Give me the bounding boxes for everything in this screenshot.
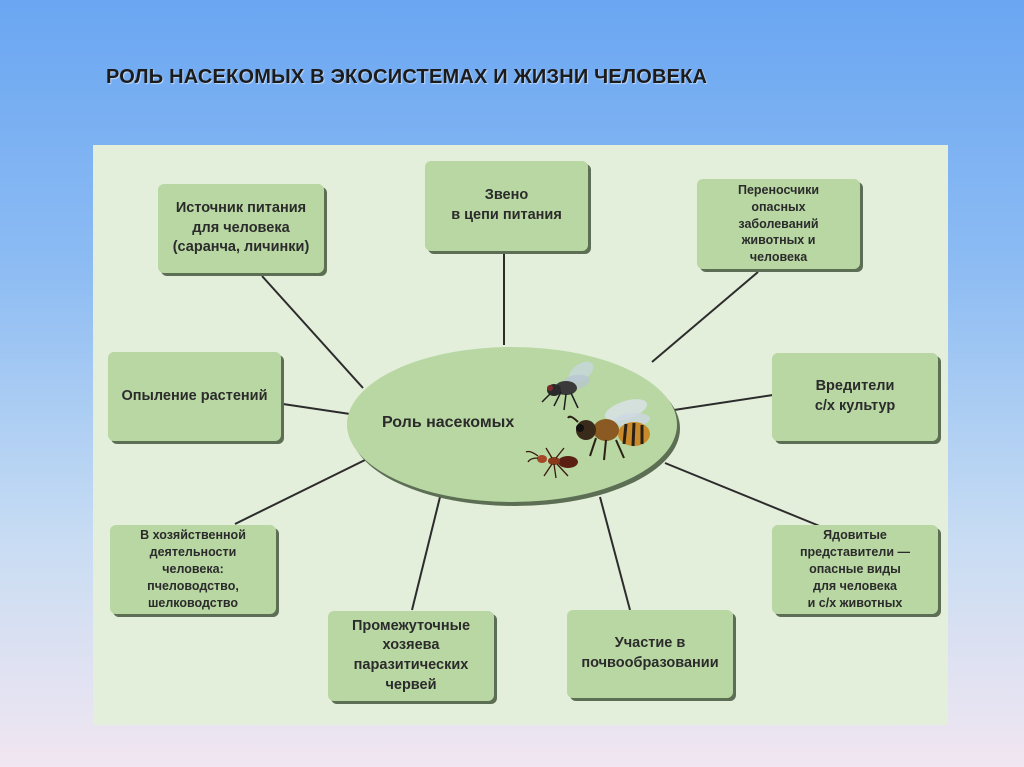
connector-hosts (411, 496, 441, 611)
connector-disease-carriers (651, 271, 759, 363)
node-food-chain: Звено в цепи питания (425, 161, 588, 251)
connector-economic (234, 459, 366, 525)
connector-food-source (261, 275, 364, 389)
node-hosts: Промежуточные хозяева паразитических чер… (328, 611, 494, 701)
node-pollination: Опыление растений (108, 352, 281, 441)
connector-poisonous (664, 462, 823, 528)
bee-icon (567, 399, 650, 461)
node-poisonous: Ядовитые представители — опасные виды дл… (772, 525, 938, 614)
connector-pests (673, 394, 774, 411)
node-disease-carriers: Переносчики опасных заболеваний животных… (697, 179, 860, 269)
slide-title: РОЛЬ НАСЕКОМЫХ В ЭКОСИСТЕМАХ И ЖИЗНИ ЧЕЛ… (106, 66, 708, 88)
connector-pollination (282, 403, 351, 415)
center-label: Роль насекомых (382, 414, 515, 431)
fly-icon (541, 361, 594, 411)
node-soil: Участие в почвообразовании (567, 610, 733, 698)
node-food-source: Источник питания для человека (саранча, … (158, 184, 324, 273)
ant-icon (525, 447, 578, 479)
connector-soil (599, 496, 631, 611)
node-pests: Вредители с/х культур (772, 353, 938, 441)
node-economic: В хозяйственной деятельности человека: п… (110, 525, 276, 614)
